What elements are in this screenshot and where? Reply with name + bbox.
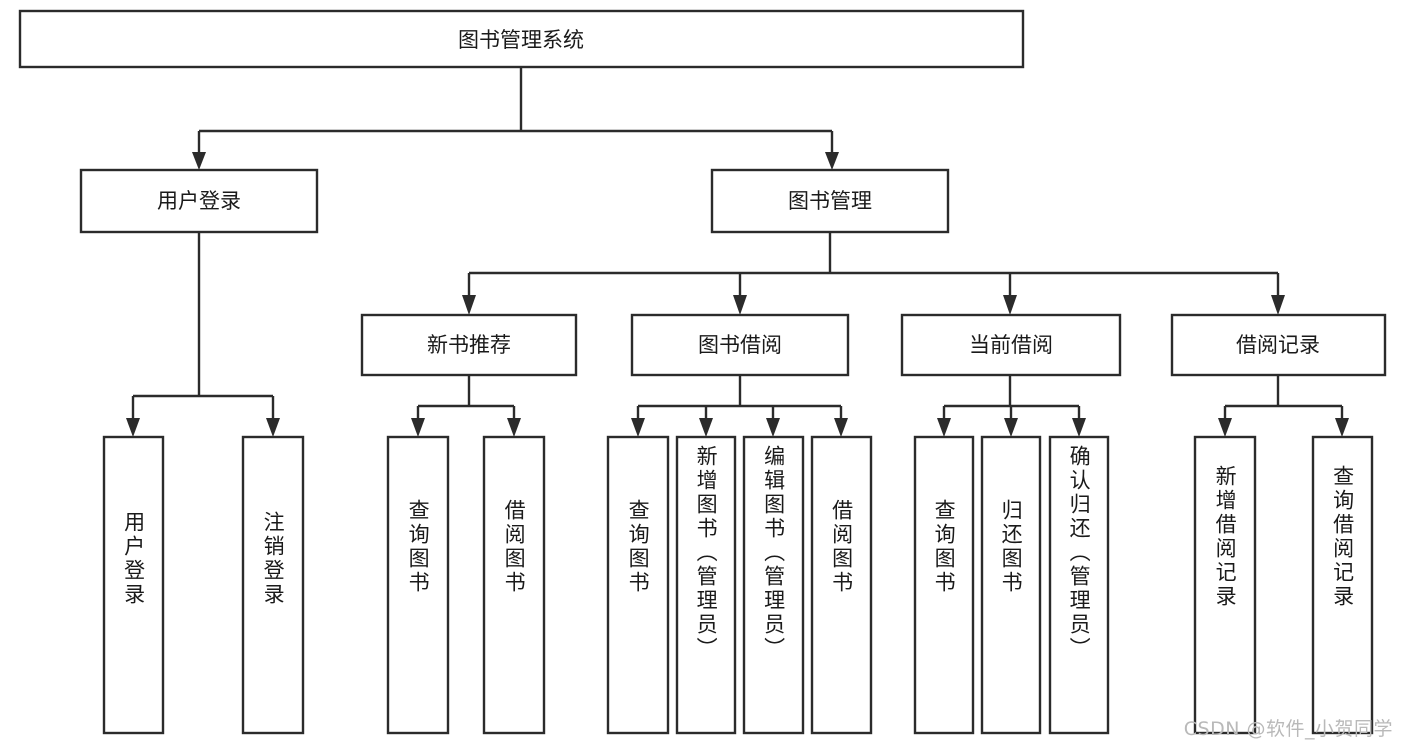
connector-userlogin-to-leaves <box>126 232 280 437</box>
node-new-book-recommend-label: 新书推荐 <box>427 333 511 357</box>
node-current-borrow-label: 当前借阅 <box>969 333 1053 357</box>
leaf-rect-query-book-3 <box>913 435 975 735</box>
node-current-borrow[interactable]: 当前借阅 <box>900 313 1122 377</box>
leaf-rect-borrow-book-1 <box>482 435 546 735</box>
connector-borrow-to-leaves <box>631 375 848 437</box>
leaf-rects <box>102 435 1374 735</box>
node-new-book-recommend[interactable]: 新书推荐 <box>360 313 578 377</box>
node-user-login-label: 用户登录 <box>157 189 241 213</box>
leaf-rect-add-book-admin <box>675 435 737 735</box>
node-borrow-record[interactable]: 借阅记录 <box>1170 313 1387 377</box>
node-book-borrow[interactable]: 图书借阅 <box>630 313 850 377</box>
connector-record-to-leaves <box>1218 375 1349 437</box>
leaf-rect-edit-book-admin <box>742 435 805 735</box>
node-borrow-record-label: 借阅记录 <box>1236 333 1320 357</box>
leaf-rect-user-login <box>102 435 165 735</box>
connector-current-to-leaves <box>937 375 1086 437</box>
leaf-rect-logout <box>241 435 305 735</box>
node-book-borrow-label: 图书借阅 <box>698 333 782 357</box>
connector-root-to-level2 <box>192 67 839 170</box>
leaf-rect-query-record <box>1311 435 1374 735</box>
node-root-label: 图书管理系统 <box>458 28 584 52</box>
leaf-rect-confirm-return <box>1048 435 1110 735</box>
leaf-rect-add-record <box>1193 435 1257 735</box>
node-root[interactable]: 图书管理系统 <box>18 9 1025 69</box>
leaf-rect-query-book-1 <box>386 435 450 735</box>
node-book-management[interactable]: 图书管理 <box>710 168 950 234</box>
leaf-rect-query-book-2 <box>606 435 670 735</box>
leaf-rect-borrow-book-2 <box>810 435 873 735</box>
node-user-login[interactable]: 用户登录 <box>79 168 319 234</box>
connector-bookmgmt-to-level3 <box>462 232 1285 315</box>
node-book-management-label: 图书管理 <box>788 189 872 213</box>
csdn-watermark: CSDN @软件_小贺同学 <box>1183 718 1393 740</box>
connector-newbook-to-leaves <box>411 375 521 437</box>
leaf-rect-return-book <box>980 435 1042 735</box>
